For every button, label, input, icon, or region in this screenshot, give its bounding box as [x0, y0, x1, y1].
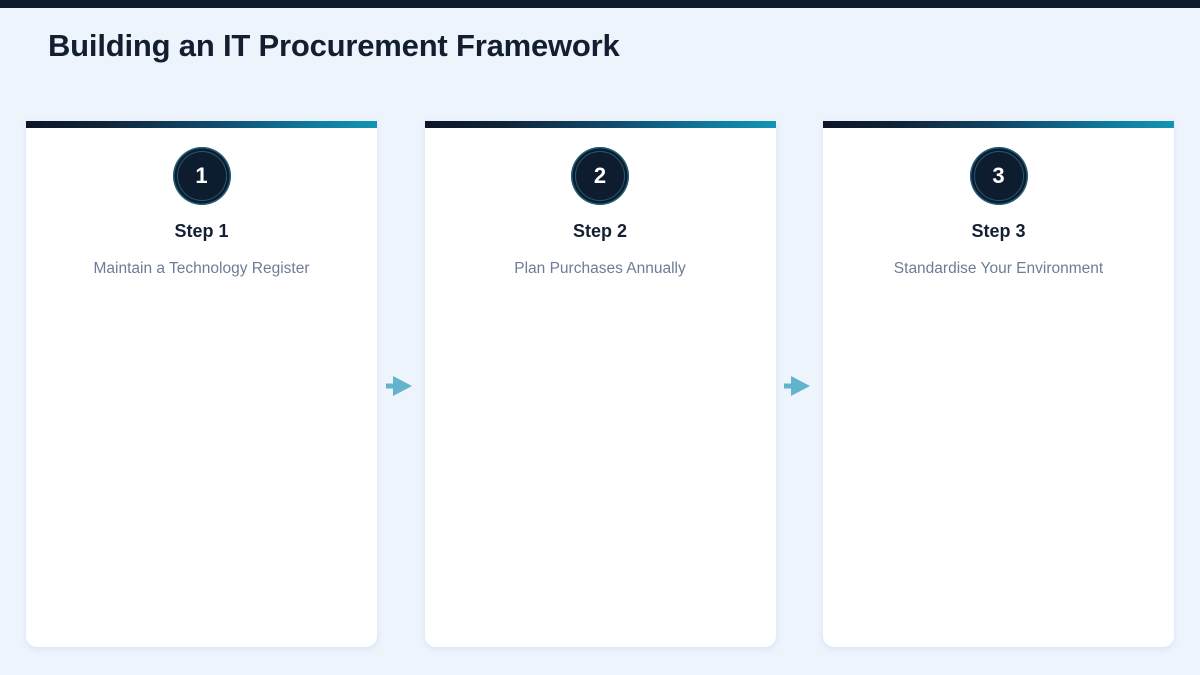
step-badge-wrap-2: 2	[571, 128, 629, 205]
step-connector-2	[776, 121, 823, 647]
step-badge-wrap-1: 1	[172, 128, 231, 205]
arrow-right-icon	[784, 375, 811, 396]
step-title-1: Step 1	[174, 221, 229, 241]
step-number-label: 1	[195, 163, 208, 188]
step-number-badge-2: 2	[571, 147, 629, 205]
step-number-badge-1: 1	[172, 147, 231, 205]
step-number-label: 3	[992, 163, 1005, 188]
step-card-2[interactable]: 2 Step 2 Plan Purchases Annually	[424, 121, 776, 647]
card-accent-bar	[26, 121, 377, 128]
step-subtitle-3: Standardise Your Environment	[893, 260, 1104, 277]
page-title: Building an IT Procurement Framework	[48, 28, 620, 63]
card-accent-bar	[823, 121, 1174, 128]
step-subtitle-2: Plan Purchases Annually	[514, 260, 686, 277]
step-connector-1	[377, 121, 424, 647]
step-number-label: 2	[593, 163, 607, 188]
steps-container: 1 Step 1 Maintain a Technology Register …	[26, 121, 1174, 647]
step-subtitle-1: Maintain a Technology Register	[93, 260, 310, 277]
step-card-1[interactable]: 1 Step 1 Maintain a Technology Register	[26, 121, 377, 647]
step-title-2: Step 2	[572, 221, 628, 241]
step-title-3: Step 3	[971, 221, 1026, 241]
card-accent-bar	[424, 121, 776, 128]
top-accent-strip	[0, 0, 1200, 8]
step-card-3[interactable]: 3 Step 3 Standardise Your Environment	[823, 121, 1174, 647]
step-badge-wrap-3: 3	[969, 128, 1028, 205]
step-number-badge-3: 3	[969, 147, 1028, 205]
arrow-right-icon	[385, 375, 412, 396]
